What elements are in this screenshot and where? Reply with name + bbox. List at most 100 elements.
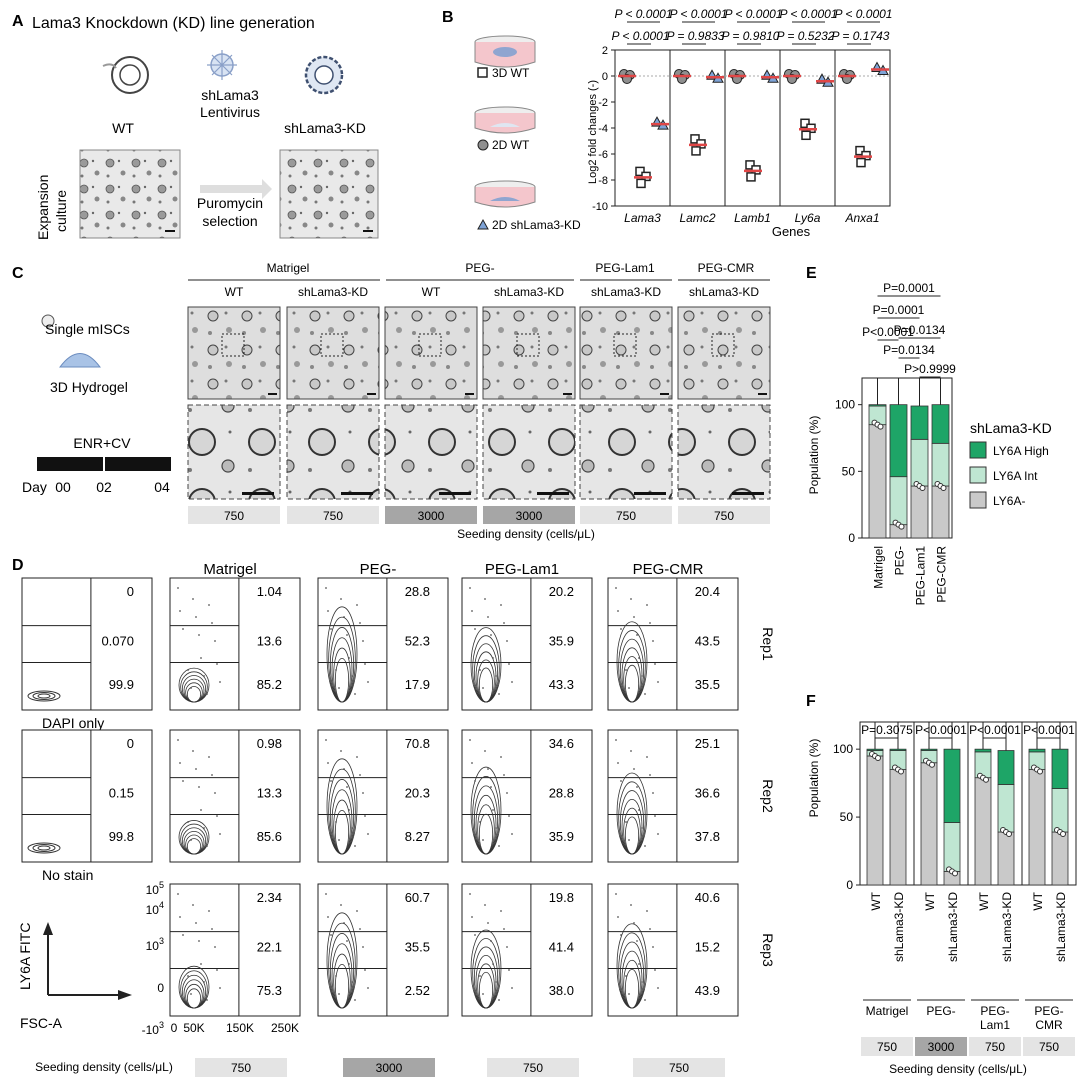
d-dot [471, 916, 473, 918]
d-dot [359, 928, 361, 930]
d-dot [177, 893, 179, 895]
d-dot [200, 657, 202, 659]
d-contour [27, 690, 61, 702]
d-dot [182, 780, 184, 782]
d-gate-value: 52.3 [405, 633, 430, 648]
c-col-label: shLama3-KD [689, 285, 759, 299]
b-point-3d-wt [801, 130, 811, 141]
panel-a-label: A [12, 13, 24, 30]
scale-bar [537, 492, 569, 495]
d-dot [327, 610, 329, 612]
f-pval: P<0.0001 [915, 723, 967, 737]
f-density-box [915, 1037, 967, 1056]
d-dot [343, 922, 345, 924]
b-ytick-label: 2 [602, 45, 608, 57]
d-dot [649, 928, 651, 930]
d-dot [206, 693, 208, 695]
d-dot [657, 987, 659, 989]
bar-point [877, 423, 884, 430]
c-overview-image [384, 306, 478, 400]
d-dot [506, 792, 508, 794]
bar-segment-int [997, 784, 1015, 833]
b-point-3d-wt [636, 178, 646, 189]
d-xtick-label: 150K [226, 1021, 254, 1035]
d-dot [615, 587, 617, 589]
c-zoom-box [320, 333, 344, 357]
bar-segment-neg [920, 762, 938, 886]
d-dot [214, 946, 216, 948]
day-4: 04 [154, 479, 170, 495]
d-contour [334, 963, 350, 1009]
e-pval: P=0.0134 [883, 343, 935, 357]
c-density-box [483, 506, 575, 524]
e-xtick-label: PEG-CMR [935, 546, 949, 603]
d-dot [654, 663, 656, 665]
hydrogel-icon [59, 353, 101, 368]
bar-segment-high [974, 748, 992, 753]
d-dot [638, 657, 640, 659]
bar-segment-high [889, 404, 908, 478]
d-gate-value: 1.04 [257, 584, 282, 599]
d-gate-value: 99.8 [109, 829, 134, 844]
c-zoom-image [677, 404, 771, 500]
virus-name: shLama3 [201, 87, 259, 103]
d-dot [511, 681, 513, 683]
bar-segment-high [943, 748, 961, 823]
d-density-box [343, 1058, 435, 1077]
bar-segment-neg [997, 831, 1015, 886]
f-density-value: 750 [877, 1040, 897, 1054]
f-density-value: 3000 [928, 1040, 955, 1054]
d-gate-box [21, 729, 92, 863]
d-dot [620, 628, 622, 630]
bar-point [940, 485, 947, 491]
d-dot [179, 762, 181, 764]
bar-segment-high [868, 404, 887, 407]
b-xlabel: Genes [772, 224, 811, 239]
d-dot [479, 975, 481, 977]
c-density-value: 3000 [516, 509, 543, 523]
c-density-value: 750 [616, 509, 636, 523]
culture-3d-wt-icon [474, 35, 536, 68]
d-row-label: Rep2 [760, 779, 776, 813]
d-dot [338, 839, 340, 841]
d-dot [511, 833, 513, 835]
b-gene-label: Lamc2 [679, 211, 715, 225]
f-ytick-label: 100 [833, 742, 853, 756]
d-dot [187, 821, 189, 823]
f-density-value: 750 [985, 1040, 1005, 1054]
d-dot [364, 969, 366, 971]
d-dot [343, 616, 345, 618]
d-dot [219, 833, 221, 835]
d-dot [625, 669, 627, 671]
d-flow-grid: ControlMatrigelshLama3-KDPEG-shLama3-KDP… [21, 561, 776, 1077]
d-dot [474, 780, 476, 782]
d-dot [508, 969, 510, 971]
b-point-3d-wt [691, 146, 701, 156]
b-point-3d-wt [800, 118, 810, 129]
d-dot [335, 975, 337, 977]
e-ytick-label: 0 [848, 531, 855, 545]
medium-label: ENR+CV [73, 435, 131, 451]
d-dot [216, 969, 218, 971]
d-gate-value: 43.3 [549, 677, 574, 692]
e-xtick-label: PEG-Lam1 [914, 546, 928, 606]
bar-segment-neg [868, 424, 887, 539]
legend-swatch-neg [969, 491, 987, 509]
d-dot [206, 999, 208, 1001]
d-dot [646, 604, 648, 606]
panel-c-label: C [12, 265, 24, 282]
d-dot [335, 821, 337, 823]
f-xtick-label: WT [1031, 891, 1045, 910]
c-density-caption: Seeding density (cells/μL) [457, 527, 595, 541]
scale-bar [563, 393, 572, 395]
d-dot [325, 893, 327, 895]
c-overview-image [286, 306, 380, 400]
d-dot [646, 910, 648, 912]
c-zoom-box [418, 333, 442, 357]
d-dot [351, 675, 353, 677]
d-dot [492, 809, 494, 811]
d-contour [624, 664, 640, 703]
d-dot [508, 815, 510, 817]
d-dot [327, 762, 329, 764]
